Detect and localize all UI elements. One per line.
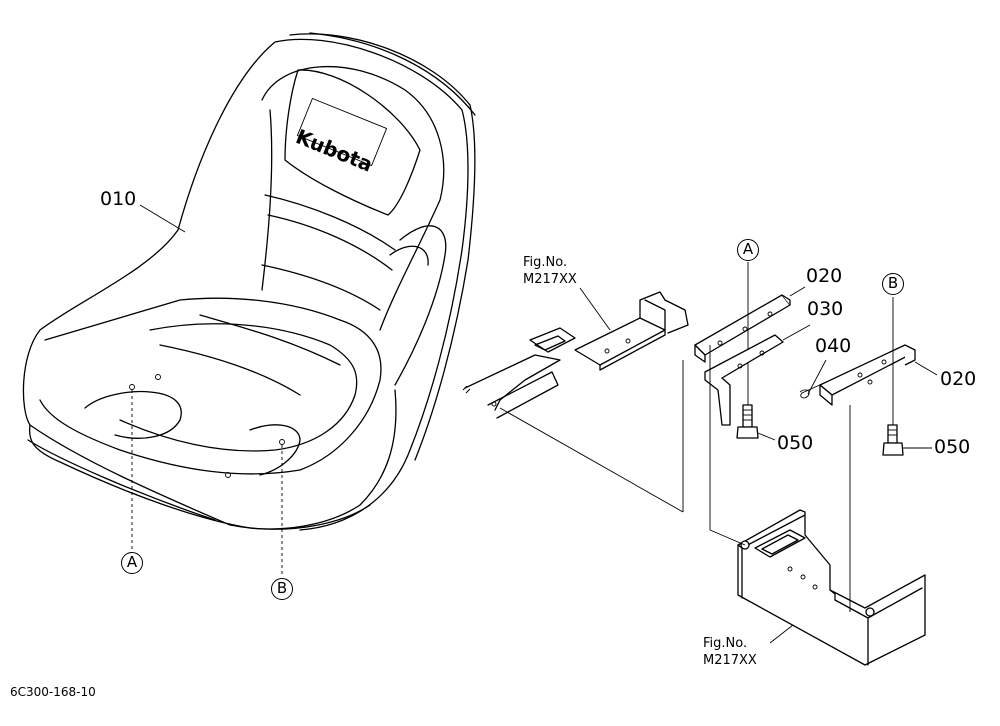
ref-circle-bracket-b: B <box>882 273 904 295</box>
ref-circle-seat-b: B <box>271 578 293 600</box>
plate <box>704 324 811 426</box>
bracket-right <box>819 297 938 425</box>
ref-circle-bracket-a: A <box>737 239 759 261</box>
pin <box>799 359 827 399</box>
ref-circle-seat-a: A <box>121 552 143 574</box>
seat-back-outline <box>177 38 469 531</box>
label-bolt-left-050: 050 <box>777 432 814 454</box>
seat-cushion-outline <box>22 229 397 530</box>
fig-ref-upper-line1: Fig.No. <box>523 255 568 270</box>
fig-ref-upper-line2: M217XX <box>523 272 577 287</box>
headrest-panel <box>284 69 421 216</box>
bolt-right <box>882 424 932 456</box>
drawing-code: 6C300-168-10 <box>10 685 96 699</box>
bracket-left <box>694 262 806 405</box>
fig-ref-lower-line2: M217XX <box>703 653 757 668</box>
frame-reference-upper <box>462 287 689 513</box>
label-bracket-left-020: 020 <box>806 265 843 287</box>
label-bolt-right-050: 050 <box>934 436 971 458</box>
label-pin-040: 040 <box>815 335 852 357</box>
bolt-left <box>736 404 776 441</box>
seat-drawing <box>22 32 476 576</box>
label-seat-010: 010 <box>100 188 137 210</box>
frame-reference-lower <box>709 345 926 666</box>
fig-ref-lower-line1: Fig.No. <box>703 636 748 651</box>
label-bracket-right-020: 020 <box>940 368 977 390</box>
label-plate-030: 030 <box>807 298 844 320</box>
